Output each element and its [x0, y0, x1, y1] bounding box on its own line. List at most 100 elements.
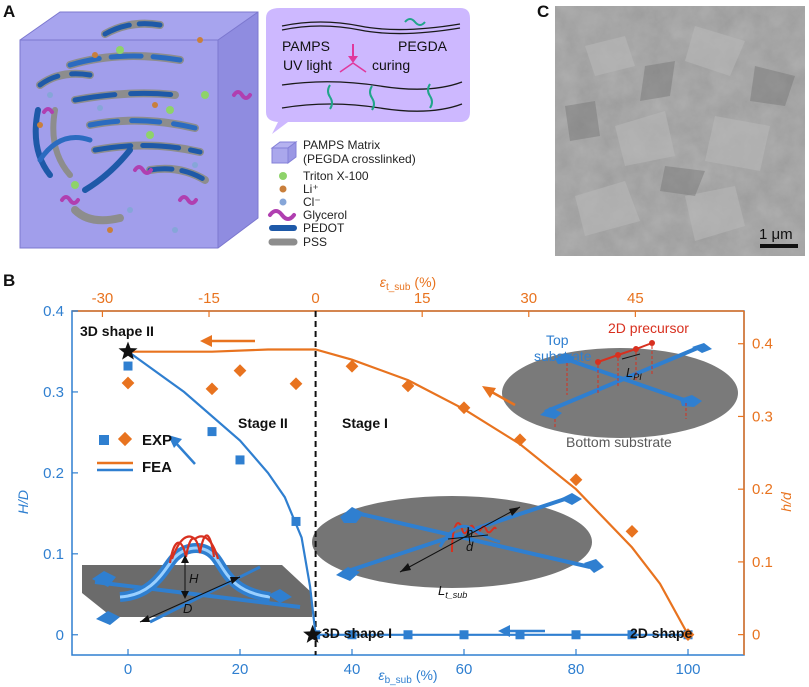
- exp-diamond-point: [289, 377, 303, 391]
- lpi-label: LPI: [626, 365, 642, 382]
- glycerol-molecules: [42, 90, 252, 205]
- y-right-title: h/d: [778, 491, 794, 512]
- x-bottom-title: εb_sub(%): [378, 667, 437, 686]
- y-left-tick-label: 0.1: [43, 546, 64, 563]
- y-right-tick-label: 0: [752, 627, 760, 644]
- y-left-tick-label: 0: [56, 627, 64, 644]
- exp-diamond-point: [401, 379, 415, 393]
- y-right-tick-label: 0.1: [752, 554, 773, 571]
- legend-square-marker: [99, 435, 109, 445]
- stage-ii-label: Stage II: [238, 415, 288, 431]
- legend-label: PEDOT: [303, 221, 345, 235]
- y-right-tick-label: 0.3: [752, 408, 773, 425]
- shape-2d-label: 2D shape: [630, 625, 692, 641]
- bubble-curing-label: curing: [372, 57, 410, 73]
- y-left-title: H/D: [15, 490, 31, 514]
- substrate-inset-middle: h d Lt_sub: [312, 493, 604, 600]
- annotation-labels: 3D shape II 3D shape I 2D shape Stage II…: [80, 320, 692, 641]
- exp-diamond-point: [513, 433, 527, 447]
- exp-square-point: [403, 630, 413, 640]
- exp-square-point: [627, 630, 637, 640]
- legend-label: PAMPS Matrix: [303, 138, 380, 152]
- x-bottom-tick-label: 0: [124, 661, 132, 678]
- exp-diamond-point: [233, 364, 247, 378]
- legend-label: PSS: [303, 235, 327, 249]
- panel-b-label: B: [3, 271, 16, 290]
- gray-dot-icon: [279, 198, 287, 206]
- crosslinking-bubble: PAMPS PEGDA UV light curing: [266, 8, 470, 134]
- trend-arrows: [168, 335, 545, 637]
- substrate-inset-right: LPI: [502, 340, 738, 438]
- bubble-pamps-label: PAMPS: [282, 38, 330, 54]
- y-left-tick-label: 0.2: [43, 465, 64, 482]
- exp-diamond-point: [345, 359, 359, 373]
- legend-label: Triton X-100: [303, 169, 369, 183]
- legend-label: Cl⁻: [303, 195, 321, 209]
- exp-square-point: [459, 630, 469, 640]
- x-bottom-tick-label: 80: [568, 661, 585, 678]
- green-dot-icon: [279, 172, 287, 180]
- star-3d-shape-ii: [118, 341, 138, 360]
- exp-diamond-point: [569, 473, 583, 487]
- stage-i-label: Stage I: [342, 415, 388, 431]
- x-top-tick-label: -30: [92, 290, 114, 307]
- substrate-inset-left: H D: [82, 534, 312, 625]
- brown-dot-icon: [279, 185, 287, 193]
- axis-titles: H/D h/d εb_sub(%) εt_sub(%): [15, 274, 794, 686]
- top-substrate-label: Top: [546, 332, 569, 348]
- bottom-substrate-label: Bottom substrate: [566, 434, 672, 450]
- x-top-tick-label: 30: [520, 290, 537, 307]
- lt-label: Lt_sub: [438, 583, 467, 600]
- d-label: d: [466, 539, 474, 554]
- y-left-tick-label: 0.3: [43, 384, 64, 401]
- precursor-label: 2D precursor: [608, 320, 689, 336]
- legend-label: Li⁺: [303, 182, 319, 196]
- exp-square-point: [515, 630, 525, 640]
- H-label: H: [189, 571, 199, 586]
- sem-micrograph: [555, 6, 805, 256]
- pedot-pss-fibers: [32, 19, 209, 225]
- fea-blue-line: [127, 350, 688, 636]
- h-label: h: [466, 525, 473, 540]
- scale-bar-label: 1 μm: [759, 226, 793, 243]
- exp-diamond-point: [205, 382, 219, 396]
- cube-icon: [270, 141, 298, 164]
- x-bottom-tick-label: 40: [344, 661, 361, 678]
- exp-square-point: [207, 427, 217, 437]
- bubble-uv-label: UV light: [283, 57, 332, 73]
- D-label: D: [183, 601, 192, 616]
- x-top-tick-label: -15: [198, 290, 220, 307]
- panel-a-schematic: PAMPS PEGDA UV light curing PAMPS Matrix…: [19, 8, 470, 249]
- exp-square-point: [123, 361, 133, 371]
- purple-squiggle-icon: [268, 209, 296, 221]
- y-right-tick-label: 0.4: [752, 336, 773, 353]
- legend-exp-label: EXP: [142, 432, 172, 449]
- exp-diamond-point: [121, 376, 135, 390]
- legend-diamond-marker: [117, 431, 133, 447]
- panel-c-label: C: [537, 2, 550, 21]
- panel-a-legend: PAMPS Matrix (PEGDA crosslinked) Triton …: [268, 138, 416, 249]
- y-left-tick-label: 0.4: [43, 303, 64, 320]
- exp-square-point: [571, 630, 581, 640]
- strain-height-chart: LPI h d Lt_sub H: [15, 274, 794, 686]
- shape-3d-i-label: 3D shape I: [322, 625, 392, 641]
- top-substrate-label: substrate: [534, 348, 592, 364]
- x-top-tick-label: 0: [311, 290, 319, 307]
- exp-diamond-point: [457, 401, 471, 415]
- x-bottom-tick-label: 100: [675, 661, 700, 678]
- x-bottom-tick-label: 60: [456, 661, 473, 678]
- exp-square-point: [291, 516, 301, 526]
- exp-diamond-point: [625, 524, 639, 538]
- ion-dots: [37, 37, 209, 233]
- legend-label: (PEGDA crosslinked): [303, 152, 416, 166]
- x-bottom-tick-label: 20: [232, 661, 249, 678]
- x-top-tick-label: 15: [414, 290, 431, 307]
- star-3d-shape-i: [303, 624, 323, 643]
- y-right-tick-label: 0.2: [752, 481, 773, 498]
- legend-label: Glycerol: [303, 208, 347, 222]
- exp-square-point: [347, 630, 357, 640]
- exp-square-point: [235, 455, 245, 465]
- panel-a-label: A: [3, 2, 16, 21]
- x-top-title: εt_sub(%): [380, 274, 436, 293]
- legend-fea-label: FEA: [142, 459, 172, 476]
